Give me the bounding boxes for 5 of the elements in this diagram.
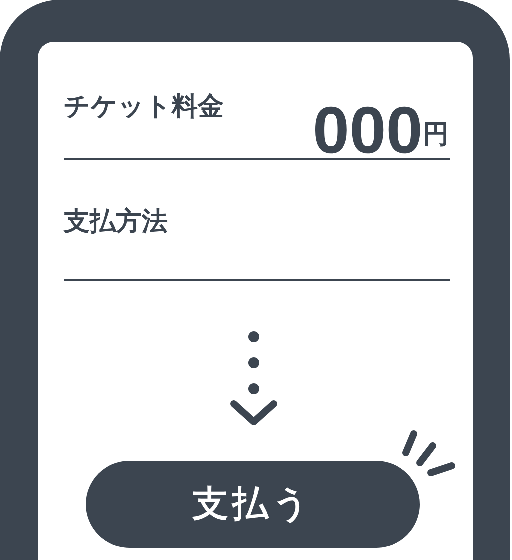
pay-button: 支払う [86,461,420,548]
price-amount: 000 [312,97,423,163]
fare-label: チケット料金 [64,94,224,120]
payment-method-label: 支払方法 [64,209,168,235]
currency-unit: 円 [423,122,449,148]
